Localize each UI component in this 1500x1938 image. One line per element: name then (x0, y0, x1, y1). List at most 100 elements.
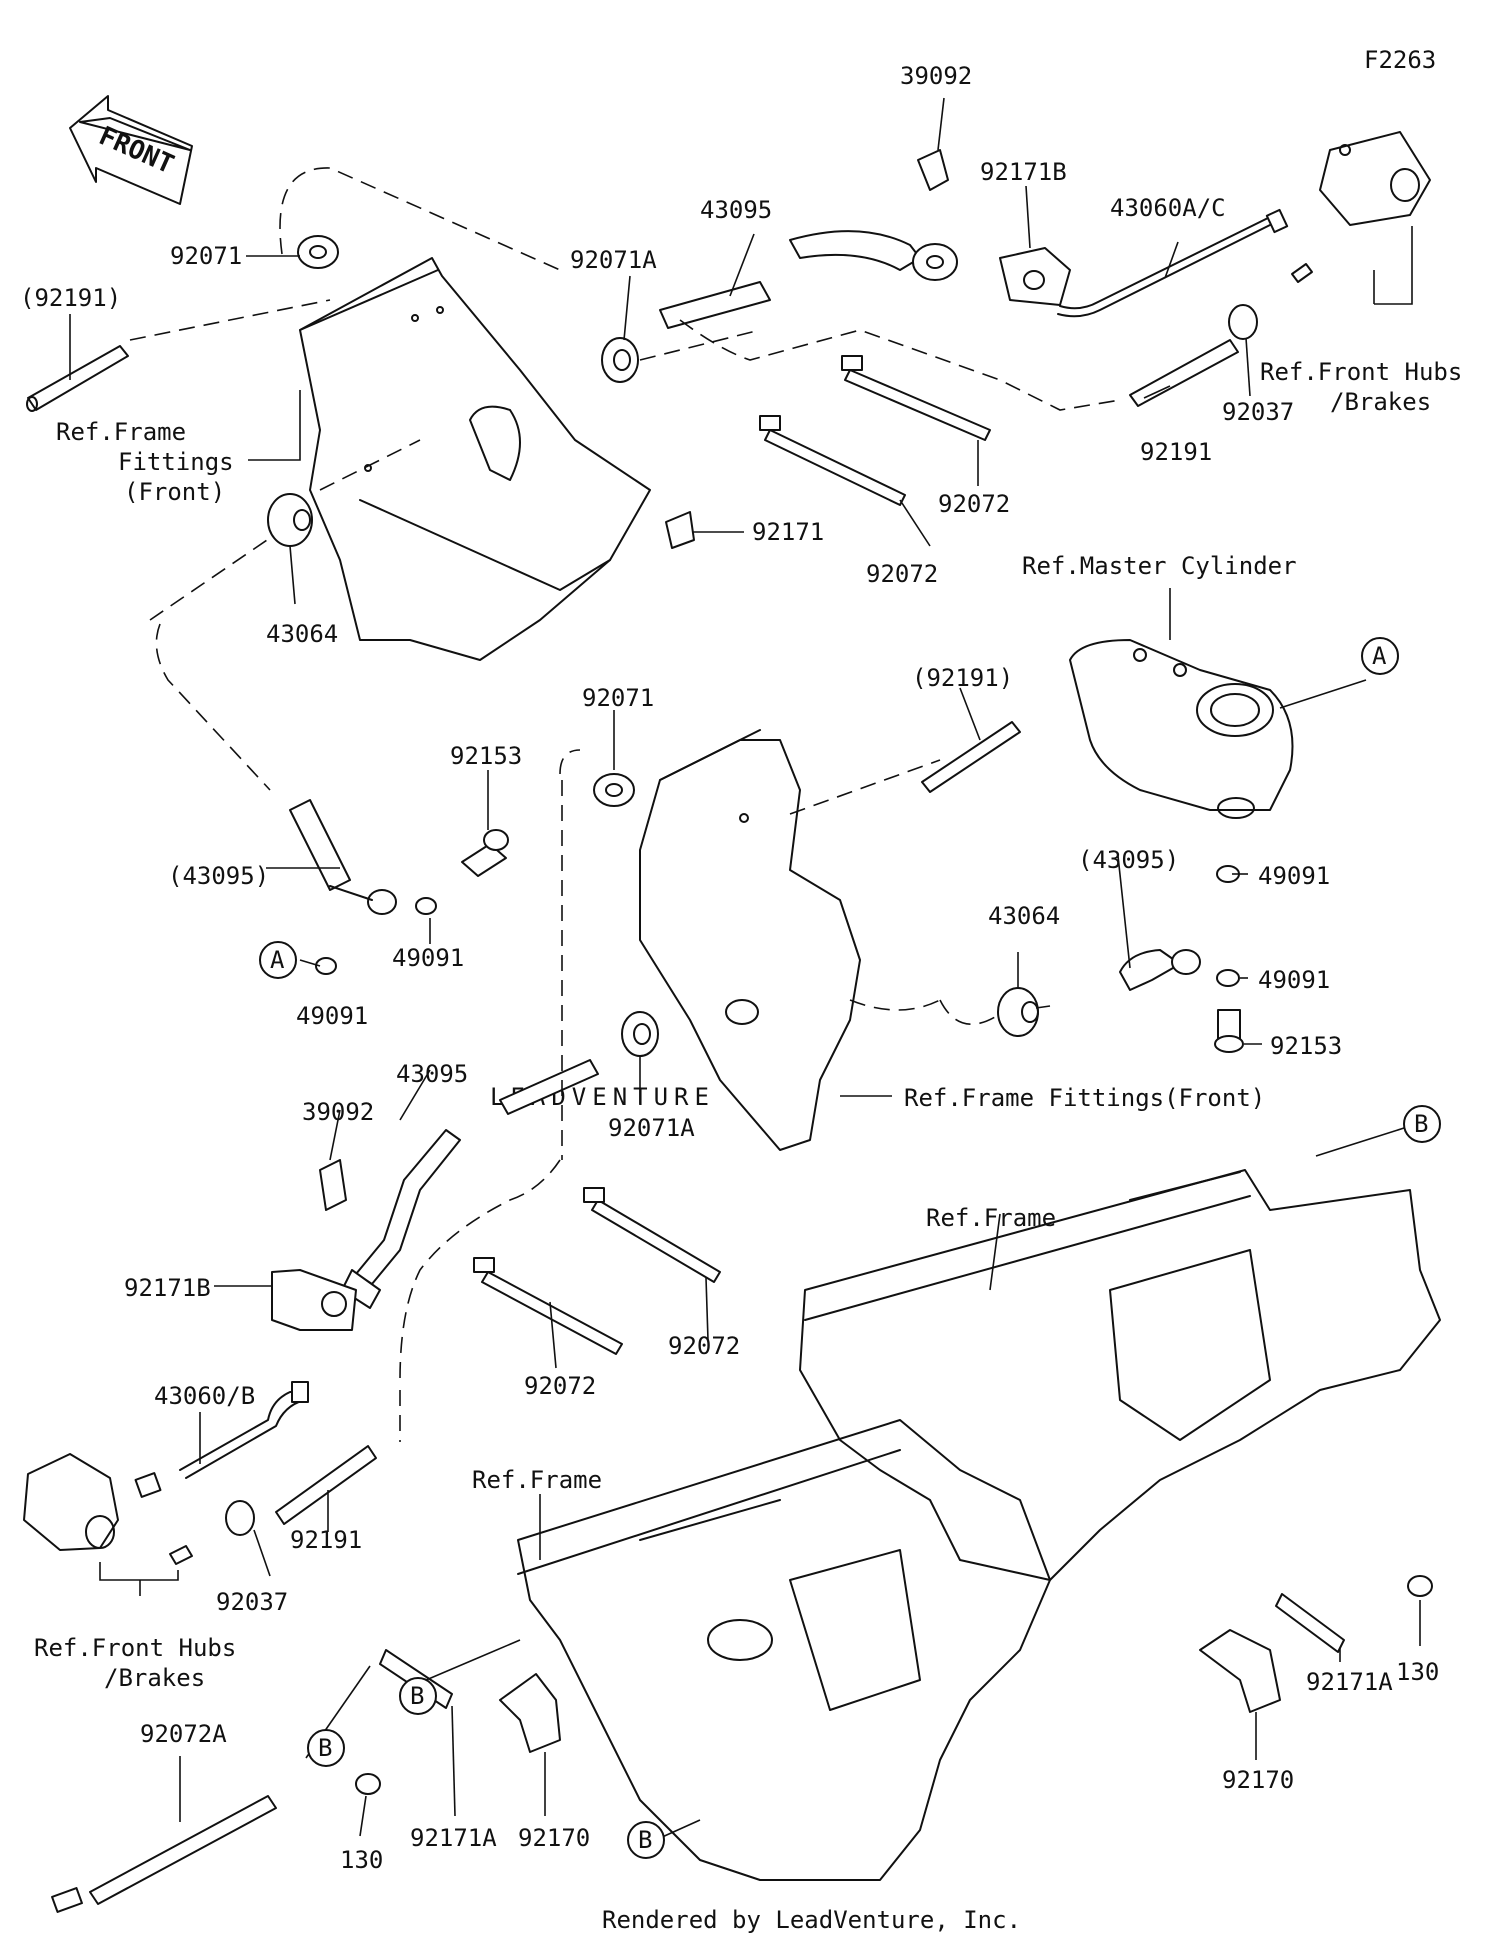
callout-130-right: 130 (1396, 1658, 1439, 1686)
washer-49091-a (415, 897, 437, 915)
front-arrow-icon: FRONT (69, 95, 193, 205)
callout-49091-b: 49091 (296, 1002, 368, 1030)
washer-49091-d (1216, 969, 1240, 987)
callout-92071-middle: 92071 (582, 684, 654, 712)
callout-92072-top-b: 92072 (866, 560, 938, 588)
ref-circle-b-left: B (399, 1677, 437, 1715)
callout-92071a-middle: 92071A (608, 1114, 695, 1142)
callout-92072-mid-b: 92072 (524, 1372, 596, 1400)
callout-92153-right: 92153 (1270, 1032, 1342, 1060)
callout-92071-top: 92071 (170, 242, 242, 270)
svg-text:B: B (1414, 1110, 1428, 1138)
grommet-43064-middle (997, 987, 1039, 1037)
clip-39092-lower (319, 1159, 347, 1211)
hose-43095-upper (659, 230, 958, 329)
ref-circle-a-left: A (259, 941, 297, 979)
clamp-92037-upper (1228, 304, 1258, 340)
frame-lower (517, 1419, 1051, 1881)
cable-tie-92072-mid-b (473, 1257, 623, 1355)
clip-39092-upper (917, 149, 949, 191)
callout-43095-top: 43095 (700, 196, 772, 224)
callout-43060b: 43060/B (154, 1382, 255, 1410)
callout-92072-top-a: 92072 (938, 490, 1010, 518)
bleeder-upper (1291, 263, 1313, 283)
svg-text:B: B (638, 1826, 652, 1854)
bolt-130-left (355, 1773, 381, 1795)
ref-circle-b-right: B (1403, 1105, 1441, 1143)
frame-fitting-middle (639, 729, 861, 1151)
grommet-92071a-middle (621, 1011, 659, 1057)
bracket-92171b-upper (999, 247, 1071, 306)
callout-92037-lower: 92037 (216, 1588, 288, 1616)
callout-ref-frame-top: Ref.Frame (56, 418, 186, 446)
callouts: 39092 92171B 43095 43060A/C 92071 92071A… (20, 62, 1462, 1874)
callout-ref-master-cylinder: Ref.Master Cylinder (1022, 552, 1297, 580)
ref-circle-b-tie: B (307, 1729, 345, 1767)
grommet-92071-middle (593, 773, 635, 807)
callout-92071a-top: 92071A (570, 246, 657, 274)
callout-43095-left: (43095) (168, 862, 269, 890)
bolt-130-right (1407, 1575, 1433, 1597)
bolt-92153-right (1214, 1009, 1244, 1053)
ref-circle-b-bottom: B (627, 1821, 665, 1859)
grommet-92071-upper (297, 235, 339, 269)
callout-92072a: 92072A (140, 1720, 227, 1748)
callout-92191-top-right: 92191 (1140, 438, 1212, 466)
svg-text:A: A (270, 946, 285, 974)
callout-92171b-lower: 92171B (124, 1274, 211, 1302)
strap-92171a-right (1275, 1593, 1345, 1653)
cable-tie-92072-mid-a (583, 1187, 721, 1283)
hose-43095-lower (341, 1059, 599, 1309)
cable-tie-92072-upper-b (759, 415, 906, 506)
callout-49091-d: 49091 (1258, 966, 1330, 994)
tube-92191-upper-right (1129, 339, 1239, 407)
cable-tie-92072-upper-a (841, 355, 991, 441)
callout-92037-top: 92037 (1222, 398, 1294, 426)
callout-92191-lower: 92191 (290, 1526, 362, 1554)
callout-43060ac: 43060A/C (1110, 194, 1226, 222)
callout-ref-front-hubs-lower: Ref.Front Hubs (34, 1634, 236, 1662)
callout-43095-right: (43095) (1078, 846, 1179, 874)
callout-130-left: 130 (340, 1846, 383, 1874)
callout-92191-left: (92191) (20, 284, 121, 312)
bracket-92171b-lower (271, 1269, 357, 1331)
tube-92191-lower (275, 1445, 377, 1525)
callout-brakes-top: /Brakes (1330, 388, 1431, 416)
bleeder-lower (169, 1545, 193, 1565)
washer-49091-b (315, 957, 337, 975)
grommet-43064-upper (267, 493, 313, 547)
callout-fittings: Fittings (118, 448, 234, 476)
diagram-code: F2263 (1364, 46, 1436, 74)
clip-92171 (665, 511, 695, 549)
master-cylinder (1069, 639, 1294, 819)
hose-43095-left (289, 799, 397, 915)
frame-fitting-upper (299, 257, 651, 661)
wheel-cylinder-lower (23, 1453, 119, 1551)
wheel-cylinder-upper (1319, 131, 1431, 226)
callout-92170-right: 92170 (1222, 1766, 1294, 1794)
hose-43095-right (1119, 949, 1201, 991)
callout-49091-a: 49091 (392, 944, 464, 972)
svg-text:B: B (410, 1682, 424, 1710)
callout-43095-lower: 43095 (396, 1060, 468, 1088)
callout-front-paren: (Front) (124, 478, 225, 506)
callout-92072-mid-a: 92072 (668, 1332, 740, 1360)
callout-ref-frame-lower: Ref.Frame (472, 1466, 602, 1494)
callout-ref-front-hubs-top: Ref.Front Hubs (1260, 358, 1462, 386)
routing-lines (129, 167, 1121, 1442)
callout-43064-middle: 43064 (988, 902, 1060, 930)
brake-line-43060ac (1057, 208, 1289, 318)
tube-92191-left (26, 345, 129, 412)
callout-92171b-top: 92171B (980, 158, 1067, 186)
callout-92171: 92171 (752, 518, 824, 546)
callout-92191-middle: (92191) (912, 664, 1013, 692)
callout-92171a-right: 92171A (1306, 1668, 1393, 1696)
bolt-92153-left (461, 829, 509, 877)
footer-credit: Rendered by LeadVenture, Inc. (602, 1906, 1021, 1934)
callout-39092-top: 39092 (900, 62, 972, 90)
clamp-92037-lower (225, 1500, 255, 1536)
callout-92171a-left: 92171A (410, 1824, 497, 1852)
grommet-92071a-upper (601, 337, 639, 383)
callout-ref-frame-fittings-front: Ref.Frame Fittings(Front) (904, 1084, 1265, 1112)
